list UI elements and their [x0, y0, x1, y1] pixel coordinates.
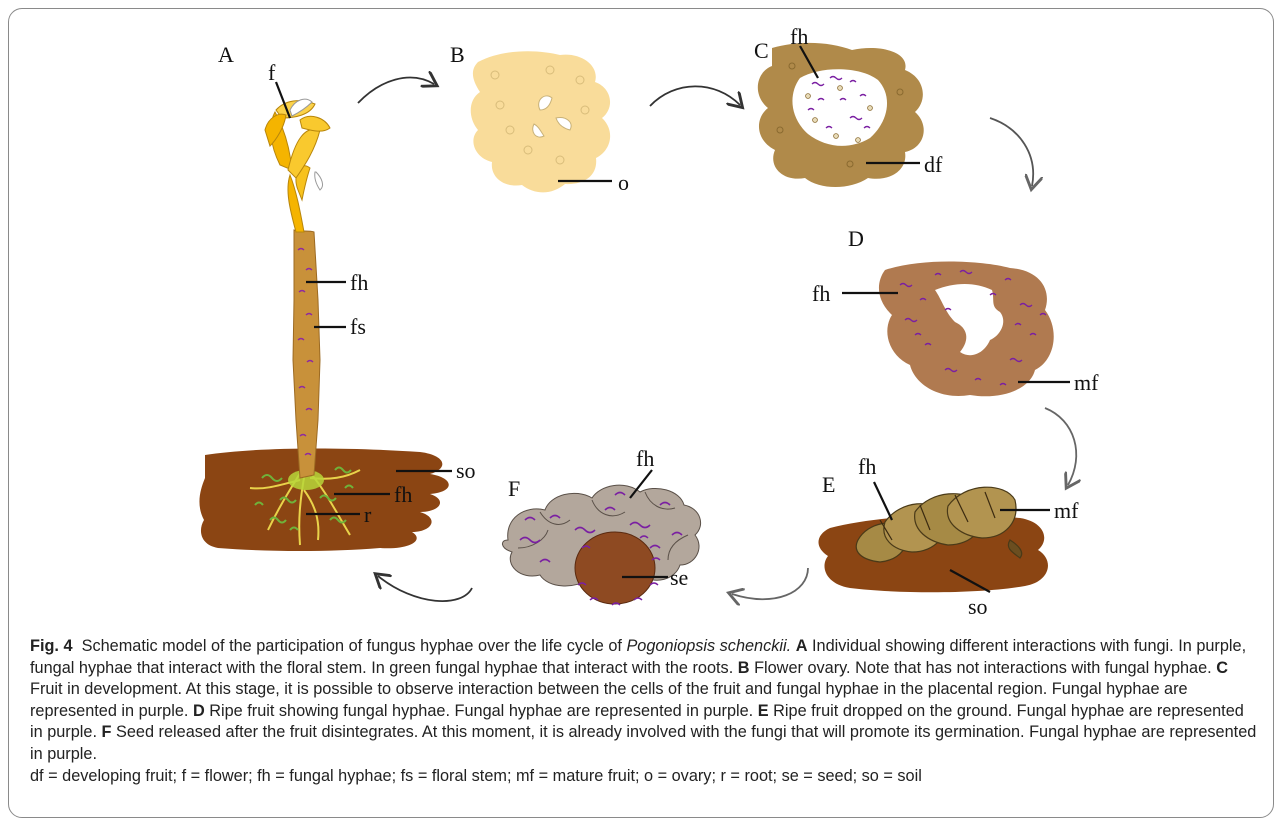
- caption-key-c: C: [1216, 659, 1228, 677]
- label-fh-c: fh: [790, 24, 808, 49]
- caption-key-b: B: [738, 659, 750, 677]
- caption-key-f: F: [102, 723, 112, 741]
- panel-label-f: F: [508, 476, 520, 501]
- caption-species: Pogoniopsis schenckii.: [626, 637, 791, 655]
- caption-text-f: Seed released after the fruit disintegra…: [30, 723, 1256, 763]
- label-fs: fs: [350, 314, 366, 339]
- seed: [575, 532, 655, 604]
- label-fh-stem: fh: [350, 270, 368, 295]
- caption-key-e: E: [758, 702, 769, 720]
- panel-label-a: A: [218, 42, 234, 67]
- arrow-e-to-f: [732, 568, 808, 599]
- label-se: se: [670, 565, 688, 590]
- label-o: o: [618, 170, 629, 195]
- label-mf-d: mf: [1074, 370, 1099, 395]
- flower-cluster: [265, 99, 330, 232]
- panel-label-c: C: [754, 38, 769, 63]
- panel-label-d: D: [848, 226, 864, 251]
- label-fh-root: fh: [394, 482, 412, 507]
- label-fh-f: fh: [636, 446, 654, 471]
- label-so-e: so: [968, 594, 988, 619]
- figure-caption: Fig. 4 Schematic model of the participat…: [30, 636, 1260, 787]
- arrow-f-to-a: [378, 576, 472, 601]
- label-fh-e: fh: [858, 454, 876, 479]
- caption-key-d: D: [193, 702, 205, 720]
- label-mf-e: mf: [1054, 498, 1079, 523]
- arrow-c-to-d: [990, 118, 1033, 186]
- caption-abbreviations: df = developing fruit; f = flower; fh = …: [30, 767, 922, 785]
- leader-fh-e: [874, 482, 892, 520]
- caption-fig-label: Fig. 4: [30, 637, 73, 655]
- panel-label-e: E: [822, 472, 835, 497]
- floral-stem: [293, 230, 320, 478]
- label-so-a: so: [456, 458, 476, 483]
- panel-label-b: B: [450, 42, 465, 67]
- label-fh-d: fh: [812, 281, 830, 306]
- caption-intro: Schematic model of the participation of …: [82, 637, 622, 655]
- label-df: df: [924, 152, 943, 177]
- caption-text-d: Ripe fruit showing fungal hyphae. Fungal…: [209, 702, 753, 720]
- label-r: r: [364, 502, 372, 527]
- arrow-a-to-b: [358, 78, 434, 103]
- caption-text-b: Flower ovary. Note that has not interact…: [754, 659, 1212, 677]
- life-cycle-diagram: A: [0, 0, 1284, 630]
- arrow-b-to-c: [650, 86, 740, 106]
- caption-key-a: A: [796, 637, 808, 655]
- arrow-d-to-e: [1045, 408, 1076, 485]
- label-f: f: [268, 60, 276, 85]
